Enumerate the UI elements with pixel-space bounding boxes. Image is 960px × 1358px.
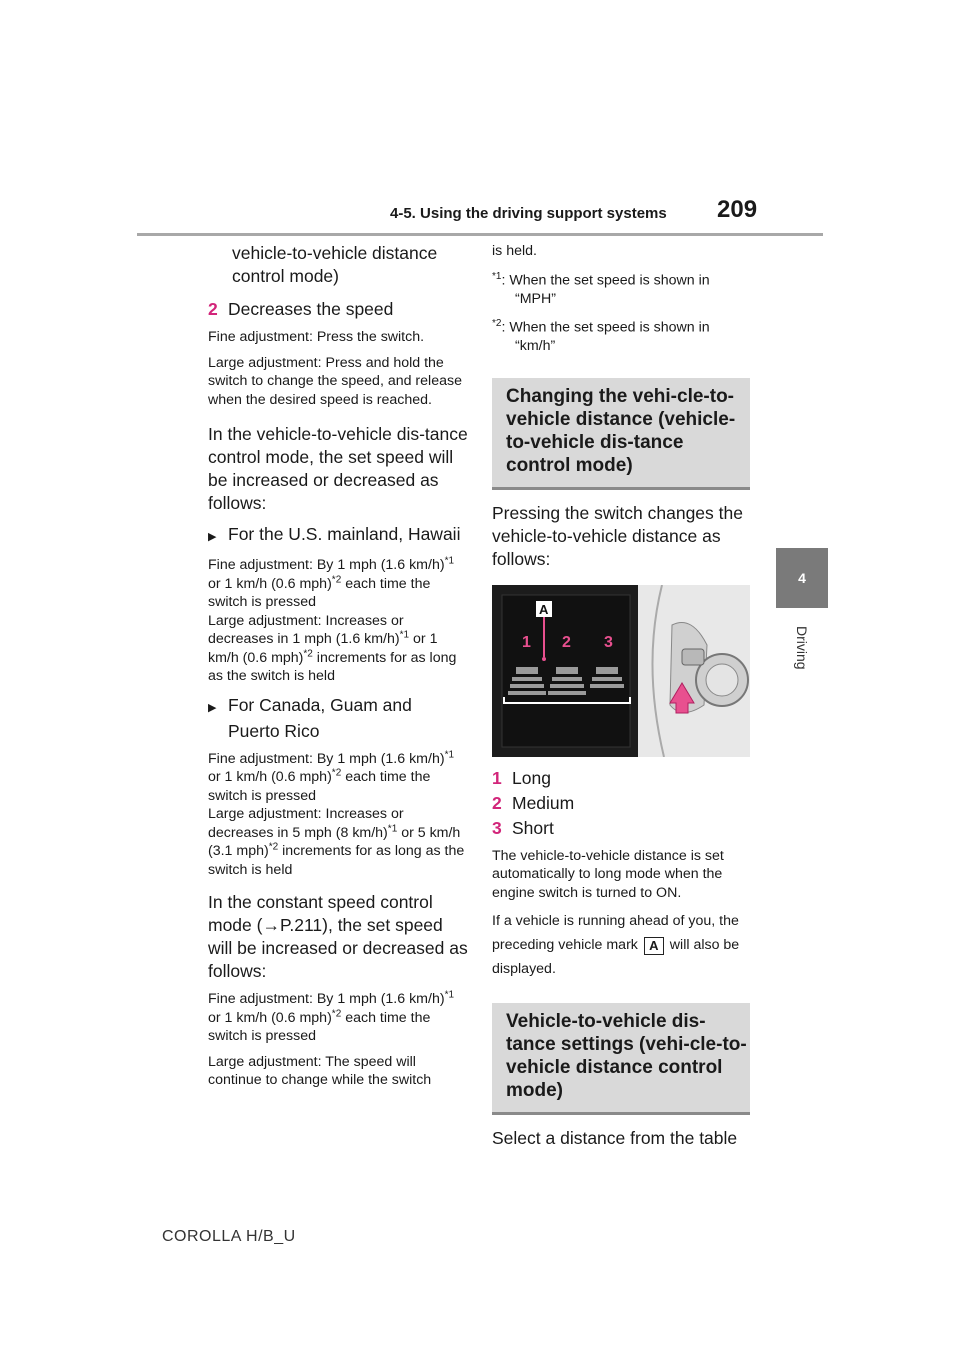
item-number: 2 [208,299,218,319]
svg-text:A: A [539,602,549,617]
us-fine: Fine adjustment: By 1 mph (1.6 km/h)*1 o… [208,555,455,610]
constant-fine: Fine adjustment: By 1 mph (1.6 km/h)*1 o… [208,989,455,1044]
page-number: 209 [717,196,758,223]
canada-fine: Fine adjustment: By 1 mph (1.6 km/h)*1 o… [208,748,455,804]
preceding-vehicle-text: If a vehicle is running ahead of you, th… [492,913,740,978]
triangle-bullet-icon: ▶ [208,531,217,543]
header-rule [137,233,823,236]
chapter-label: Driving [794,626,810,670]
us-large: Large adjustment: Increases or decreases… [208,612,457,685]
svg-text:2: 2 [562,634,571,651]
auto-long-mode-text: The vehicle-to-vehicle distance is set a… [492,847,724,901]
left-column: vehicle-to-vehicle distance control mode… [208,242,468,1097]
chapter-tab[interactable]: 4 [776,548,828,608]
canada-heading: ▶For Canada, Guam and Puerto Rico [208,694,412,741]
section-heading-changing: Changing the vehi-cle-to-vehicle distanc… [492,377,750,490]
distance-switch-illustration: A 1 2 3 [492,584,750,757]
press-switch-text: Pressing the switch changes the vehicle-… [492,502,743,569]
constant-large: Large adjustment: The speed will continu… [208,1053,432,1089]
continued-text: vehicle-to-vehicle distance control mode… [232,243,438,286]
footnote-2: *2: When the set speed is shown in “km/h… [492,318,710,355]
vtv-mode-text: In the vehicle-to-vehicle dis-tance cont… [208,424,468,513]
footer-model: COROLLA H/B_U [162,1228,296,1245]
footnote-1: *1: When the set speed is shown in “MPH” [492,270,710,307]
right-column: is held. *1: When the set speed is shown… [492,242,752,1157]
canada-large: Large adjustment: Increases or decreases… [208,806,465,878]
svg-text:3: 3 [604,634,613,651]
illustration-svg: A 1 2 3 [492,584,750,757]
select-distance-text: Select a distance from the table [492,1128,738,1149]
vehicle-mark-icon: A [643,936,664,955]
section-title: 4-5. Using the driving support systems [390,205,667,222]
fine-adjustment: Fine adjustment: Press the switch. [208,329,425,345]
large-adjustment: Large adjustment: Press and hold the swi… [208,354,462,408]
svg-text:1: 1 [522,634,531,651]
constant-speed-text: In the constant speed control mode (→P.2… [208,892,468,981]
us-heading: ▶For the U.S. mainland, Hawaii [208,523,468,549]
held-text: is held. [492,243,537,259]
triangle-bullet-icon: ▶ [208,701,217,714]
section-heading-settings: Vehicle-to-vehicle dis-tance settings (v… [492,1003,750,1116]
